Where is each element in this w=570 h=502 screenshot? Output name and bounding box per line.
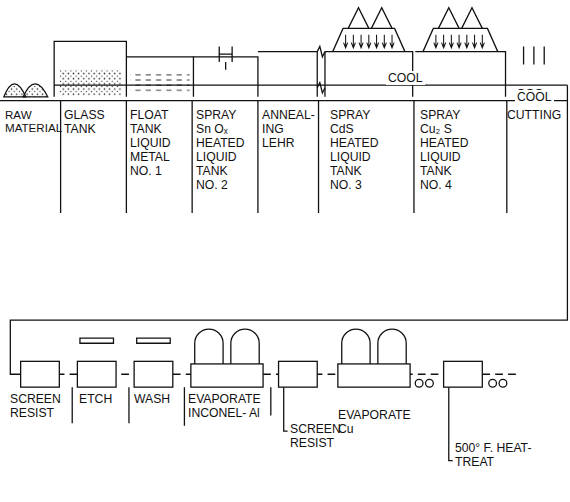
station-label: FLOAT TANK LIQUID METAL NO. 1	[130, 108, 184, 178]
hood-stack	[438, 8, 482, 29]
roller	[499, 379, 507, 387]
spray-arrow	[367, 35, 371, 48]
hood-stack	[348, 8, 392, 29]
bell-jar	[342, 329, 406, 364]
spray-arrow	[457, 35, 461, 48]
spray-arrow	[442, 35, 446, 48]
spray-arrow	[374, 35, 378, 48]
heat-treat-station	[444, 361, 483, 387]
float-tank	[126, 57, 193, 97]
station-label: EVAPORATE INCONEL- Al	[188, 392, 268, 420]
spray-arrow	[351, 35, 355, 48]
cutter	[524, 46, 545, 64]
column-separator	[72, 387, 271, 426]
material-pile	[23, 84, 48, 97]
spray-arrow	[359, 35, 363, 48]
spray-arrow	[480, 35, 484, 48]
station-label: SCREEN RESIST	[10, 392, 72, 420]
station-label: GLASS TANK	[64, 108, 118, 136]
spray-arrow	[344, 35, 348, 48]
spray-arrows	[344, 35, 485, 48]
annealing-lehr	[258, 52, 317, 97]
etch-station	[77, 361, 116, 387]
column-separator	[61, 101, 507, 213]
top-line-drawing	[0, 8, 567, 374]
wash-station	[134, 361, 173, 387]
spray-arrow	[449, 35, 453, 48]
liquid-metal	[130, 72, 189, 93]
glass-tank	[54, 41, 126, 96]
station-label: SPRAY CdS HEATED LIQUID TANK NO. 3	[330, 108, 384, 192]
wash-head	[137, 338, 171, 343]
evaporator-base	[338, 364, 410, 387]
spray-arrow	[465, 35, 469, 48]
station-label: WASH	[134, 392, 186, 406]
row-rule	[0, 100, 567, 101]
station-label: ANNEAL- ING LEHR	[262, 108, 316, 150]
spray-hood	[333, 28, 405, 51]
spray-arrow	[390, 35, 394, 48]
bottom-line-drawing	[18, 329, 516, 461]
spray-arrow	[434, 35, 438, 48]
station-label: EVAPORATE Cu	[338, 408, 418, 436]
spray-nozzle	[219, 46, 232, 69]
evaporator-base	[191, 364, 263, 387]
station-label: COOL	[515, 90, 554, 104]
bell-jar	[195, 329, 259, 364]
leader-line	[449, 387, 453, 461]
station-label: CUTTING	[507, 108, 566, 122]
spray-hood	[423, 28, 498, 51]
station-label: RAW MATERIAL	[5, 108, 62, 135]
screen-resist-station	[21, 361, 60, 387]
spray-arrow	[382, 35, 386, 48]
roller	[489, 379, 497, 387]
spray-tank	[415, 52, 505, 97]
spray-arrow	[473, 35, 477, 48]
roller	[426, 379, 434, 387]
station-label: ETCH	[79, 392, 131, 406]
line-return	[10, 85, 567, 374]
etch-head	[80, 338, 114, 343]
roller	[415, 379, 423, 387]
station-label: COOL	[386, 71, 425, 85]
glass-melt	[59, 70, 121, 96]
station-label: SPRAY Sn Oₓ HEATED LIQUID TANK NO. 2	[196, 108, 250, 192]
break-mark	[317, 46, 325, 92]
leader-line	[284, 387, 288, 431]
material-pile	[4, 84, 26, 97]
glass-ribbon	[54, 85, 567, 86]
station-label: 500° F. HEAT-TREAT	[455, 441, 535, 469]
screen-resist-station	[279, 361, 318, 387]
station-label: SPRAY Cu₂ S HEATED LIQUID TANK NO. 4	[420, 108, 474, 192]
